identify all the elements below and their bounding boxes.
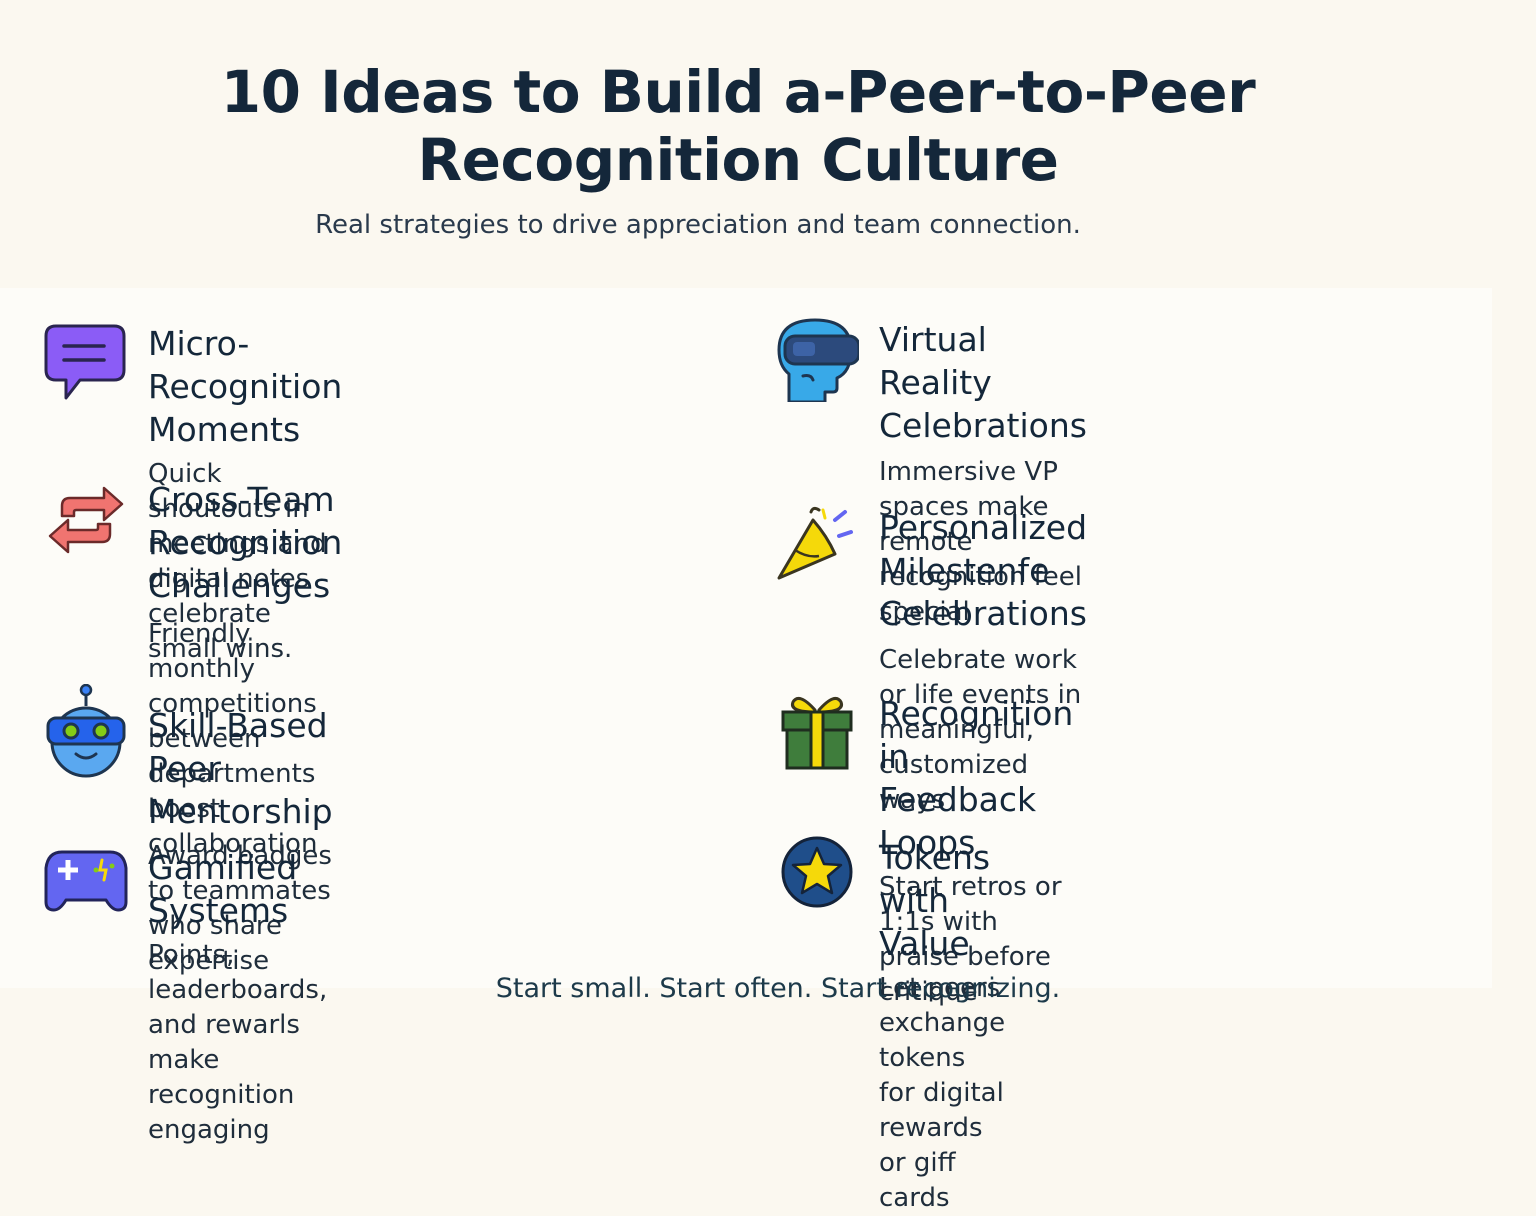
idea-desc-line: Start retros or 1:1s with praise before — [879, 872, 1062, 972]
ideas-panel — [0, 288, 1492, 988]
idea-description: Award badges to teammates who share expe… — [148, 839, 333, 979]
idea-desc-line: Friendly monthly competitions — [148, 619, 317, 719]
idea-description: Friendly monthly competitions between de… — [148, 617, 342, 862]
idea-desc-line: between departments boost — [148, 724, 316, 824]
idea-title-line: Virtual Reality — [879, 320, 992, 402]
idea-desc-line: who share expertise — [148, 911, 282, 976]
page-title: 10 Ideas to Build a-Peer-to-Peer Recogni… — [0, 58, 1476, 194]
vr-headset-icon — [775, 318, 859, 402]
page-title-line-1: 10 Ideas to Build a-Peer-to-Peer — [220, 58, 1256, 126]
idea-title-line: Personalized Milestenfe — [879, 508, 1088, 590]
idea-description: Celebrate work or life events in meaning… — [879, 643, 1087, 818]
page-subtitle: Real strategies to drive appreciation an… — [315, 210, 1081, 240]
idea-description: Immersive VP spaces make remote recognit… — [879, 455, 1087, 630]
game-controller-icon — [44, 846, 128, 930]
idea-title-line: Challenges — [148, 566, 331, 605]
idea-desc-line: recognition feel special — [879, 562, 1082, 627]
idea-desc-line: Award badges to teammates — [148, 841, 332, 906]
chat-bubble-icon — [44, 322, 128, 406]
idea-desc-line: rewards or giff cards — [879, 1113, 983, 1213]
idea-title: Personalized Milestenfe Celebrations — [879, 506, 1087, 635]
cycle-arrows-icon — [44, 478, 128, 562]
idea-title: Skill-Based Peer Mentorship — [148, 706, 333, 831]
idea-desc-line: make recognition engaging — [148, 1045, 295, 1145]
party-popper-icon — [775, 506, 859, 590]
footer-tagline: Start small. Start often. Start recogniz… — [495, 973, 1061, 1004]
idea-description: Quick shoutouts in meetings and digital … — [148, 457, 342, 667]
idea-title: Cross-Team Recognition Challenges — [148, 478, 342, 607]
idea-desc-line: digital notes celebrate small wins. — [148, 564, 310, 664]
idea-title: Gamified Systems — [148, 848, 298, 930]
idea-title-line: Celebrations — [879, 406, 1087, 445]
idea-title: Recognition in Feedback Loops — [879, 694, 1074, 862]
idea-desc-line: Quick shoutouts in meetings and — [148, 459, 327, 559]
idea-desc-line: meaningful, customized ways — [879, 715, 1035, 815]
idea-title: Virtual Reality Celebrations — [879, 318, 1087, 447]
idea-description: Let peers exchange tokens for digital re… — [879, 971, 1005, 1216]
robot-icon — [44, 684, 128, 784]
star-token-icon — [775, 836, 859, 920]
idea-title-line: Celebrations — [879, 594, 1087, 633]
idea-desc-line: Immersive VP spaces make remote — [879, 457, 1058, 557]
idea-title: Tokens with Value — [879, 838, 991, 963]
idea-description: Points, leaderboards, and rewarls make r… — [148, 938, 327, 1148]
gift-box-icon — [775, 692, 859, 776]
idea-title-line: Cross-Team Recognition — [148, 480, 343, 562]
page-title-line-2: Recognition Culture — [417, 126, 1059, 194]
idea-desc-line: critique — [879, 977, 978, 1007]
idea-title: Micro-Recognition Moments — [148, 324, 343, 449]
idea-desc-line: Celebrate work or life events in — [879, 645, 1082, 710]
idea-description: Start retros or 1:1s with praise before … — [879, 870, 1073, 1010]
idea-desc-line: collaboration — [148, 829, 318, 859]
